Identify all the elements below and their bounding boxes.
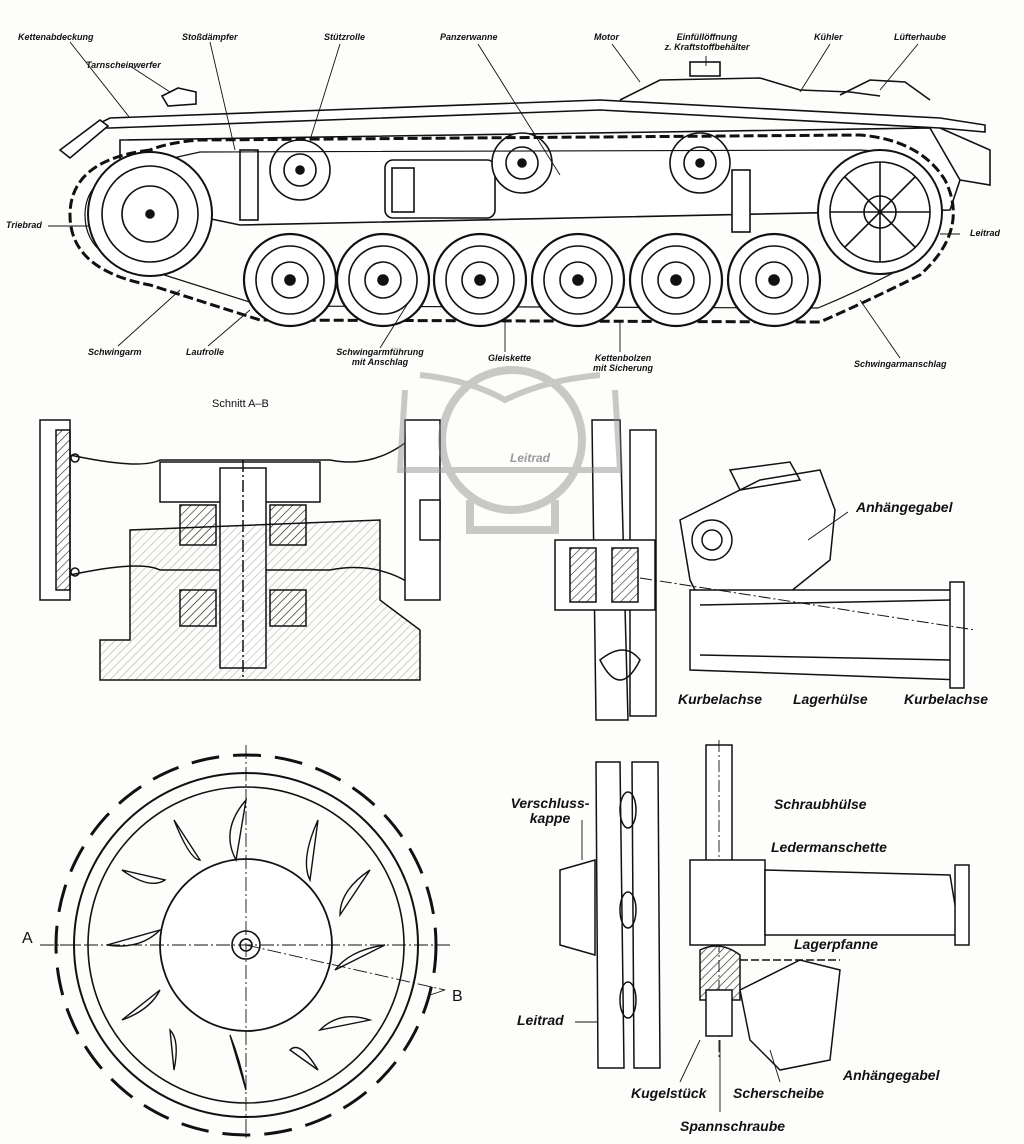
label-kettenbolzen-line2: mit Sicherung — [592, 362, 653, 373]
label-panzerwanne: Panzerwanne — [440, 32, 498, 42]
label-kettenbolzen-line1: Kettenbolzen — [594, 353, 652, 363]
section-mark-a: A — [22, 930, 33, 947]
label-tarnscheinwerfer: Tarnscheinwerfer — [86, 60, 161, 70]
sprocket-spoke-cutouts — [106, 797, 386, 1091]
label-schwingarmanschlag: Schwingarmanschlag — [854, 359, 947, 369]
idler-wheel-front-right — [631, 761, 661, 1069]
label-kurbelachse-left: Kurbelachse — [678, 691, 763, 707]
watermark-text: Leitrad — [510, 451, 551, 465]
label-triebrad: Triebrad — [6, 220, 42, 230]
label-verschluss-line2: kappe — [529, 810, 571, 827]
section-title: Schnitt A–B — [212, 398, 269, 410]
label-scherscheibe: Scherscheibe — [733, 1085, 825, 1101]
section-mark-b: B — [452, 988, 463, 1005]
label-stossdaempfer: Stoßdämpfer — [182, 32, 238, 42]
section-ab-drawing — [39, 419, 441, 681]
idler-wheel-front-left — [595, 761, 625, 1069]
track-loop — [68, 133, 955, 324]
tarnscheinwerfer-shape — [160, 87, 197, 107]
label-ledermanschette: Ledermanschette — [771, 839, 887, 855]
label-schwingarmfuehrung-line2: mit Anschlag — [351, 356, 409, 367]
label-stuetzrolle: Stützrolle — [324, 32, 366, 42]
label-leitrad-bottom: Leitrad — [517, 1012, 564, 1028]
label-verschlusskappe: Verschluss- kappe — [500, 795, 600, 827]
tensioner-assembly — [559, 740, 970, 1071]
label-verschluss-line1: Verschluss- — [510, 795, 590, 811]
label-einfuelloeffnung: Einfüllöffnung z. Kraftstoffbehälter — [652, 32, 762, 53]
tank-side-view — [58, 61, 991, 328]
label-kurbelachse-right: Kurbelachse — [904, 691, 989, 707]
label-kettenabdeckung: Kettenabdeckung — [18, 32, 94, 42]
watermark-logo — [396, 366, 624, 534]
label-kuehler: Kühler — [814, 32, 843, 42]
idler-wheel-side — [817, 149, 943, 275]
top-leader-lines — [48, 41, 960, 359]
sprocket-front-view — [40, 745, 450, 1140]
label-lagerhuelse: Lagerhülse — [793, 691, 868, 707]
label-motor: Motor — [594, 32, 619, 42]
idler-crank-assembly — [554, 419, 976, 721]
label-schwingarmfuehrung: Schwingarmführung mit Anschlag — [325, 347, 435, 368]
label-schwingarmfuehrung-line1: Schwingarmführung — [336, 347, 424, 357]
label-schwingarm: Schwingarm — [88, 347, 142, 357]
label-anhaengegabel-bottom: Anhängegabel — [843, 1067, 940, 1083]
label-kettenbolzen: Kettenbolzen mit Sicherung — [578, 353, 668, 374]
bottom-leader-lines — [60, 820, 781, 1112]
label-luefterhaube: Lüfterhaube — [894, 32, 947, 42]
label-einfuell-line2: z. Kraftstoffbehälter — [664, 41, 750, 52]
drive-sprocket-side — [87, 151, 213, 277]
label-gleiskette: Gleiskette — [488, 353, 532, 363]
label-kugelstueck: Kugelstück — [631, 1085, 707, 1101]
label-einfuell-line1: Einfüllöffnung — [676, 32, 738, 42]
label-anhaengegabel-mid: Anhängegabel — [856, 499, 953, 515]
hull-hatch-plate — [384, 159, 496, 219]
fender — [89, 99, 986, 133]
label-spannschraube: Spannschraube — [680, 1118, 786, 1134]
label-laufrolle: Laufrolle — [186, 347, 225, 357]
label-lagerpfanne: Lagerpfanne — [794, 936, 879, 952]
return-rollers — [269, 132, 731, 201]
label-leitrad-top: Leitrad — [970, 228, 1001, 238]
road-wheels — [242, 232, 822, 328]
label-schraubhuelse: Schraubhülse — [774, 796, 867, 812]
